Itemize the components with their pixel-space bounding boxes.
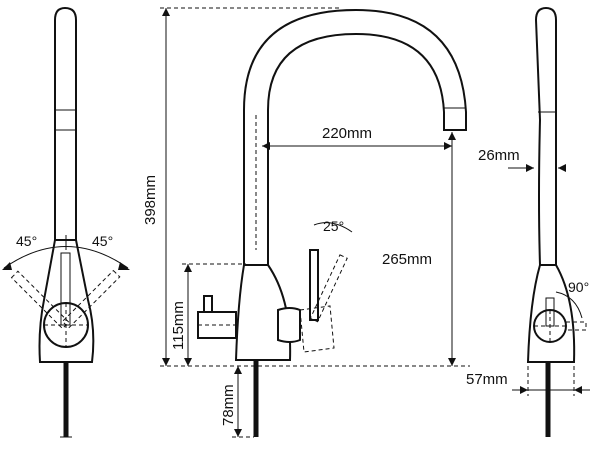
profile-handle xyxy=(545,297,555,327)
body-height-label: 115mm xyxy=(170,301,187,350)
right-angle-label: 90° xyxy=(568,279,589,295)
left-angle-a-label: 45° xyxy=(16,233,37,249)
height-total-label: 398mm xyxy=(142,175,159,225)
profile-handle-rotated xyxy=(565,321,587,331)
front-spout-tube xyxy=(54,6,77,241)
dim-base-arrow-right xyxy=(574,386,582,394)
dim-total-arrow-top xyxy=(162,8,170,16)
profile-rotation-arc xyxy=(555,291,583,319)
front-handle-right xyxy=(61,269,121,329)
dim-spout-arrow-b xyxy=(558,164,566,172)
base-diameter-label: 57mm xyxy=(466,371,508,388)
dim-spout-arrow-a xyxy=(526,164,534,172)
dim-reach-arrow-right xyxy=(444,142,452,150)
side-body xyxy=(234,264,292,361)
dim-total-arrow-bottom xyxy=(162,358,170,366)
side-angle-arc xyxy=(313,222,353,233)
side-view: 25° 398mm 220mm 265mm 115mm 78mm xyxy=(142,7,470,438)
handle-angle-label: 25° xyxy=(323,218,344,234)
front-arc-arrow-right xyxy=(118,262,130,270)
spout-clearance-label: 265mm xyxy=(382,251,432,268)
dim-pipe-arrow-bottom xyxy=(234,429,242,437)
dim-reach-arrow-left xyxy=(262,142,270,150)
side-right-knob xyxy=(277,307,301,343)
side-left-knob xyxy=(197,311,237,339)
dim-pipe-arrow-top xyxy=(234,366,242,374)
dim-body-arrow-bottom xyxy=(184,358,192,366)
profile-spout-tube xyxy=(534,6,557,266)
pipe-length-label: 78mm xyxy=(220,384,237,426)
side-right-cartridge xyxy=(299,305,335,353)
side-right-lever-rotated xyxy=(309,254,348,323)
side-right-lever xyxy=(309,249,319,321)
front-arc-arrow-left xyxy=(2,262,12,270)
reach-label: 220mm xyxy=(322,125,372,142)
spout-diameter-label: 26mm xyxy=(478,147,520,164)
dim-base-arrow-left xyxy=(520,386,528,394)
left-angle-b-label: 45° xyxy=(92,233,113,249)
front-view: 45° 45° xyxy=(2,6,130,438)
dim-clearance-arrow-bottom xyxy=(448,358,456,366)
dim-body-arrow-top xyxy=(184,264,192,272)
profile-view: 90° 26mm 57mm xyxy=(466,6,590,437)
side-spout-outer xyxy=(243,8,467,271)
dim-clearance-arrow-top xyxy=(448,132,456,140)
